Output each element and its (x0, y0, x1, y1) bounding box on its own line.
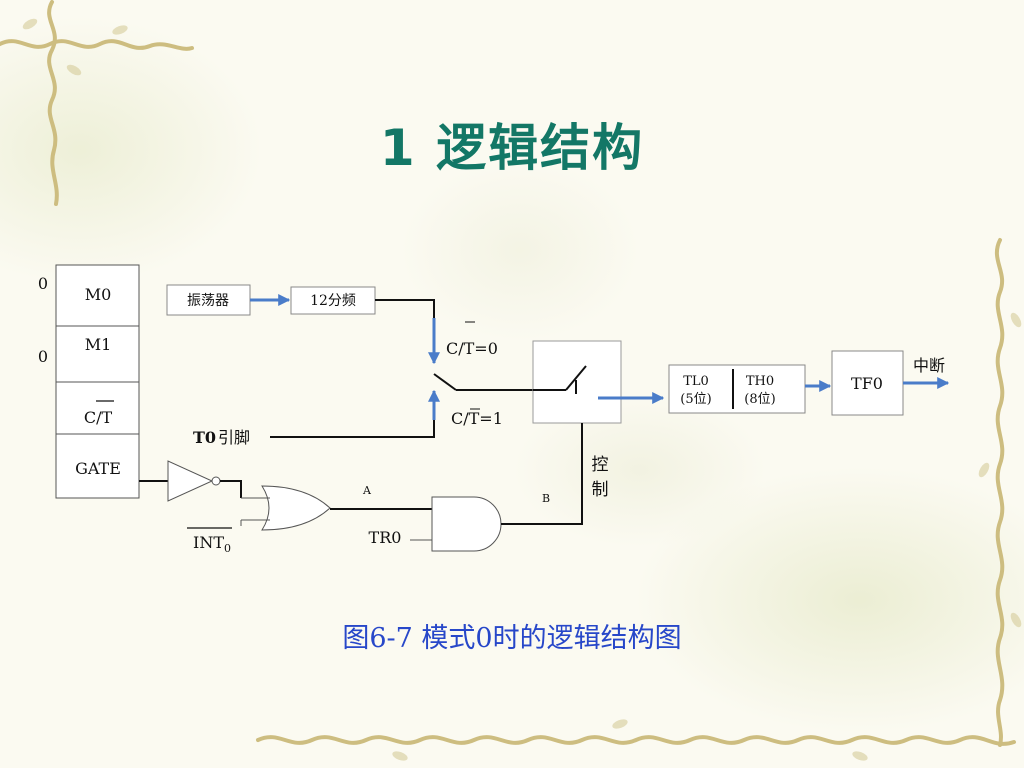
interrupt-label: 中断 (913, 356, 945, 375)
m1-label: M1 (85, 335, 112, 354)
counter-box (668, 364, 806, 414)
slide-title: 1 逻辑结构 (379, 119, 645, 177)
t0-pin-label: T0 (193, 428, 216, 447)
tl0-bits: (5位) (680, 392, 711, 407)
control-label-bottom: 制 (592, 480, 609, 500)
ct-selector-switch (433, 373, 457, 391)
control-wire (501, 423, 583, 525)
not-output-wire (220, 480, 242, 498)
tf0-label: TF0 (851, 374, 883, 393)
point-b-label: B (542, 492, 550, 505)
control-switch-lever (565, 365, 587, 391)
int0-subscript: 0 (224, 542, 231, 555)
mode-register: M0 M1 C/T GATE 0 0 (38, 264, 140, 499)
gate-label: GATE (75, 459, 121, 478)
point-a-label: A (362, 484, 372, 497)
oscillator-label: 振荡器 (187, 293, 229, 309)
t0-pin-wire (270, 420, 435, 438)
control-label-top: 控 (592, 455, 609, 475)
int0-label: INT (193, 533, 224, 552)
ct0-label: C/T=0 (446, 339, 498, 358)
m1-value: 0 (38, 347, 48, 366)
tf0-box (831, 350, 904, 416)
ct-label: C/T (84, 408, 113, 427)
figure-caption: 图6-7 模式0时的逻辑结构图 (342, 623, 682, 654)
divider-output-wire (375, 299, 435, 318)
tl0-label: TL0 (683, 374, 709, 389)
not-gate-bubble (211, 476, 221, 486)
not-gate (167, 460, 214, 502)
m0-label: M0 (85, 285, 112, 304)
t0-pin-suffix: 引脚 (218, 428, 250, 447)
ct1-label: C/T=1 (451, 409, 503, 428)
th0-bits: (8位) (744, 392, 775, 407)
or-gate (261, 485, 331, 531)
and-gate (431, 496, 502, 552)
divider-label: 12分频 (310, 293, 356, 309)
m0-value: 0 (38, 274, 48, 293)
th0-label: TH0 (746, 374, 774, 389)
tr0-label: TR0 (369, 528, 402, 547)
